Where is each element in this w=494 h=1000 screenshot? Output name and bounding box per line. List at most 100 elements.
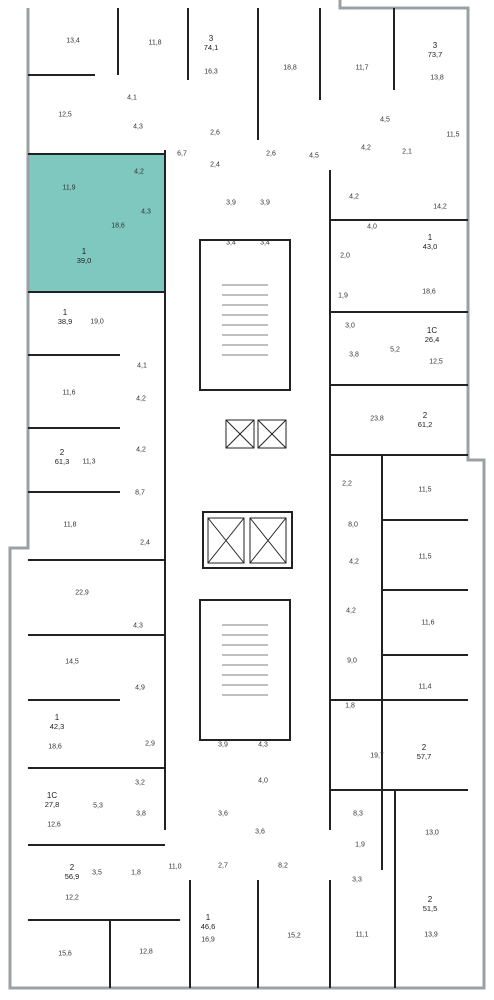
room-area: 2,0: [340, 252, 350, 260]
room-area: 2,2: [342, 480, 352, 488]
room-area: 4,3: [141, 208, 151, 216]
room-area: 13,8: [430, 74, 444, 82]
room-area: 3,6: [218, 810, 228, 818]
room-area: 19,0: [90, 318, 104, 326]
room-area: 1,8: [345, 702, 355, 710]
room-area: 1,9: [338, 292, 348, 300]
room-area: 16,3: [204, 68, 218, 76]
room-area: 2,4: [210, 161, 220, 169]
outer-facade: [8, 0, 486, 990]
room-area: 3,8: [136, 810, 146, 818]
room-area: 11,5: [418, 486, 432, 494]
room-area: 4,9: [135, 684, 145, 692]
room-area: 2,7: [218, 862, 228, 870]
room-area: 2,6: [210, 129, 220, 137]
room-area: 18,6: [48, 743, 62, 751]
room-area: 11,8: [63, 521, 77, 529]
room-area: 18,8: [283, 64, 297, 72]
room-area: 14,2: [433, 203, 447, 211]
room-area: 3,0: [345, 322, 355, 330]
room-area: 4,1: [137, 362, 147, 370]
room-area: 18,6: [422, 288, 436, 296]
room-area: 11,5: [418, 553, 432, 561]
room-area: 11,1: [355, 931, 369, 939]
room-area: 16,9: [201, 936, 215, 944]
room-area: 4,5: [309, 152, 319, 160]
room-area: 6,7: [177, 150, 187, 158]
room-area: 12,5: [429, 358, 443, 366]
room-area: 4,0: [258, 777, 268, 785]
room-area: 1,9: [355, 841, 365, 849]
selected-apartment-fill[interactable]: [28, 154, 165, 292]
walls: [28, 8, 468, 988]
room-area: 2,1: [402, 148, 412, 156]
room-area: 4,2: [361, 144, 371, 152]
room-area: 18,6: [111, 222, 125, 230]
room-area: 23,8: [370, 415, 384, 423]
room-area: 11,8: [148, 39, 162, 47]
room-area: 3,9: [218, 741, 228, 749]
room-area: 4,0: [367, 223, 377, 231]
room-area: 11,6: [421, 619, 435, 627]
room-area: 8,0: [348, 521, 358, 529]
room-area: 3,9: [226, 199, 236, 207]
room-area: 12,6: [47, 821, 61, 829]
room-area: 13,0: [425, 829, 439, 837]
room-area: 15,6: [58, 950, 72, 958]
room-area: 9,0: [347, 657, 357, 665]
room-area: 3,8: [349, 351, 359, 359]
room-area: 3,5: [92, 869, 102, 877]
room-area: 2,4: [140, 539, 150, 547]
room-area: 11,9: [62, 184, 76, 192]
room-area: 2,9: [145, 740, 155, 748]
room-area: 4,3: [133, 622, 143, 630]
room-area: 4,2: [134, 168, 144, 176]
room-area: 4,2: [349, 558, 359, 566]
room-area: 4,1: [127, 94, 137, 102]
room-area: 12,2: [65, 894, 79, 902]
room-area: 8,3: [353, 810, 363, 818]
stairs: [222, 284, 268, 696]
room-area: 11,3: [82, 458, 96, 466]
room-area: 4,2: [136, 446, 146, 454]
room-area: 4,3: [258, 741, 268, 749]
room-area: 4,3: [133, 123, 143, 131]
room-area: 13,9: [424, 931, 438, 939]
room-area: 11,5: [446, 131, 460, 139]
room-area: 1,8: [131, 869, 141, 877]
room-area: 4,5: [380, 116, 390, 124]
room-area: 2,6: [266, 150, 276, 158]
room-area: 12,8: [139, 948, 153, 956]
room-area: 13,4: [66, 37, 80, 45]
room-area: 5,2: [390, 346, 400, 354]
elevator-shafts: [207, 419, 287, 564]
room-area: 4,2: [346, 607, 356, 615]
room-area: 8,7: [135, 489, 145, 497]
room-area: 3,4: [226, 239, 236, 247]
room-area: 11,7: [355, 64, 369, 72]
room-area: 3,4: [260, 239, 270, 247]
room-area: 8,2: [278, 862, 288, 870]
room-area: 3,3: [352, 876, 362, 884]
room-area: 12,5: [58, 111, 72, 119]
room-area: 5,3: [93, 802, 103, 810]
room-area: 14,5: [65, 658, 79, 666]
room-area: 22,9: [75, 589, 89, 597]
room-area: 15,2: [287, 932, 301, 940]
room-area: 11,6: [62, 389, 76, 397]
